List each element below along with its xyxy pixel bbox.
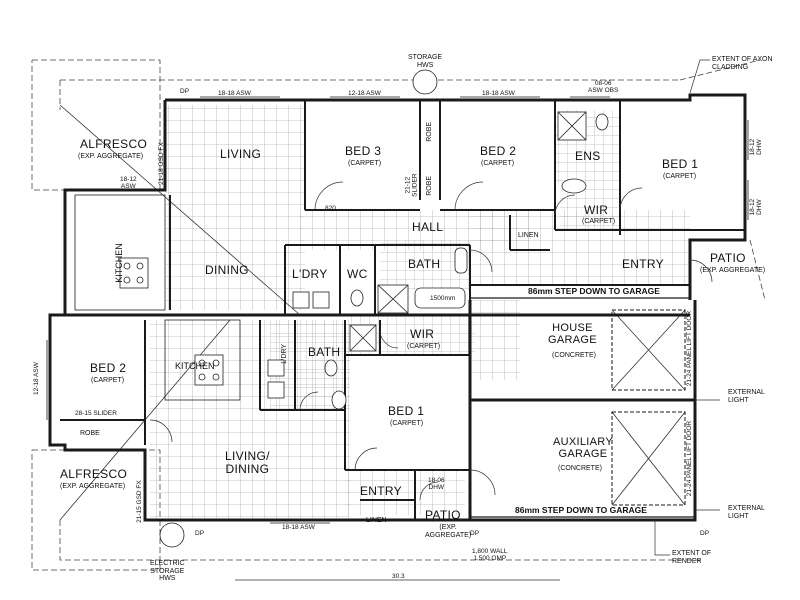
note-step-top: 86mm STEP DOWN TO GARAGE: [528, 286, 660, 296]
room-robe-bottom: ROBE: [80, 430, 100, 437]
leader-lines: [235, 59, 720, 581]
room-wir-bottom: WIR: [410, 327, 435, 341]
dim-asw-obs: 08-06 ASW OBS: [588, 80, 619, 95]
room-robe-b: ROBE: [426, 175, 434, 196]
dim-asw-2: 12-18 ASW: [348, 90, 381, 97]
room-wir-top: WIR: [584, 203, 609, 217]
note-storage: STORAGE: [408, 54, 443, 61]
dim-slider-top: 21-12 SLIDER: [404, 173, 419, 197]
dim-dhw-2: 18-12 DHW: [749, 198, 764, 216]
room-dining-top: DINING: [205, 263, 249, 277]
room-alfresco-top: ALFRESCO: [80, 137, 148, 151]
dim-panel-door-2: 21-24 PANEL LIFT DOOR: [686, 420, 694, 497]
garage-doors: [611, 309, 686, 506]
dim-door-820: 820: [325, 205, 336, 212]
room-wc: WC: [347, 267, 368, 281]
room-laundry: L'DRY: [292, 267, 328, 281]
dim-asw-left-top: 18-12 ASW: [120, 176, 137, 191]
room-entry-top: ENTRY: [622, 257, 664, 271]
dim-asw-1: 18-18 ASW: [218, 90, 251, 97]
room-entry-bottom: ENTRY: [360, 484, 402, 498]
note-wall: 1,800 WALL 1,500 OMP: [472, 548, 508, 563]
room-living-top: LIVING: [220, 147, 262, 161]
walls: [48, 93, 747, 522]
note-extent-render: EXTENT OF RENDER: [672, 550, 712, 565]
room-patio-bottom: PATIO: [425, 508, 461, 522]
room-alfresco-bottom: ALFRESCO: [60, 467, 128, 481]
room-bed1-top: BED 1: [662, 157, 699, 171]
dim-gsd-bottom: 21-15 GSD FX: [135, 480, 143, 523]
dim-asw-bottom: 18-18 ASW: [282, 524, 315, 531]
room-bed1-bottom-sub: (CARPET): [390, 420, 424, 427]
room-alfresco-top-sub: (EXP. AGGREGATE): [78, 153, 144, 160]
door-swings: [149, 181, 713, 501]
note-electric-hws: ELECTRIC STORAGE HWS: [150, 560, 185, 583]
tiled-areas: [150, 105, 690, 520]
room-bath-bottom: BATH: [308, 345, 341, 359]
room-bath-top: BATH: [408, 257, 441, 271]
dim-dhw-1: 18-12 DHW: [749, 138, 764, 156]
room-alfresco-bottom-sub: (EXP. AGGREGATE): [60, 483, 126, 490]
dim-slider-bed2: 28-15 SLIDER: [75, 410, 117, 417]
dim-dp-4: DP: [700, 530, 710, 537]
room-wir-top-sub: (CARPET): [582, 218, 616, 225]
dim-panel-door-1: 21-24 PANEL LIFT DOOR: [686, 310, 694, 387]
room-kitchen-top: KITCHEN: [113, 243, 124, 283]
room-patio-top: PATIO: [710, 251, 746, 265]
room-bed3-sub: (CARPET): [348, 160, 382, 167]
room-bed2-bottom: BED 2: [90, 361, 127, 375]
dim-dp-2: DP: [195, 530, 205, 537]
room-house-garage: HOUSE GARAGE: [548, 322, 597, 347]
room-kitchen-bottom: KITCHEN: [175, 361, 215, 371]
dim-dhw-bottom: 18-06 DHW: [428, 477, 445, 492]
room-hall: HALL: [412, 220, 444, 234]
step-lines: [470, 297, 695, 518]
note-step-bottom: 86mm STEP DOWN TO GARAGE: [515, 505, 647, 515]
dim-bath: 1500mm: [430, 295, 456, 302]
windows: [46, 96, 749, 524]
room-bed1-bottom: BED 1: [388, 404, 425, 418]
note-extent-axon: EXTENT OF AXON CLADDING: [712, 56, 773, 71]
room-house-garage-sub: (CONCRETE): [552, 352, 596, 359]
note-hws-top: HWS: [417, 62, 434, 69]
dim-dp-3: DP: [470, 530, 480, 537]
room-patio-top-sub: (EXP. AGGREGATE): [700, 267, 766, 274]
room-robe-a: ROBE: [426, 121, 434, 142]
dim-gsd-top: 21-18 GSD FX: [157, 142, 165, 185]
room-bed2-top-sub: (CARPET): [481, 160, 515, 167]
dim-dp-1: DP: [180, 88, 190, 95]
note-external-light-2: EXTERNAL LIGHT: [728, 505, 765, 520]
room-bed2-bottom-sub: (CARPET): [91, 377, 125, 384]
room-aux-garage-sub: (CONCRETE): [558, 465, 602, 472]
note-overall-dim: 30.3: [392, 573, 405, 580]
room-patio-bottom-sub: (EXP. AGGREGATE): [425, 524, 472, 539]
dim-asw-left: 12-18 ASW: [32, 362, 40, 396]
fixtures: [74, 69, 609, 548]
room-linen-top: LINEN: [518, 232, 539, 239]
room-ldry-bottom: L'DRY: [281, 343, 289, 364]
note-external-light-1: EXTERNAL LIGHT: [728, 389, 765, 404]
room-bed3: BED 3: [345, 144, 382, 158]
room-aux-garage: AUXILIARY GARAGE: [553, 436, 613, 461]
room-living-dining: LIVING/ DINING: [225, 449, 270, 477]
room-wir-bottom-sub: (CARPET): [407, 343, 441, 350]
room-ens: ENS: [575, 149, 601, 163]
room-bed2-top: BED 2: [480, 144, 517, 158]
dim-asw-3: 18-18 ASW: [482, 90, 515, 97]
room-linen-bottom: LINEN: [366, 517, 387, 524]
room-bed1-top-sub: (CARPET): [663, 173, 697, 180]
